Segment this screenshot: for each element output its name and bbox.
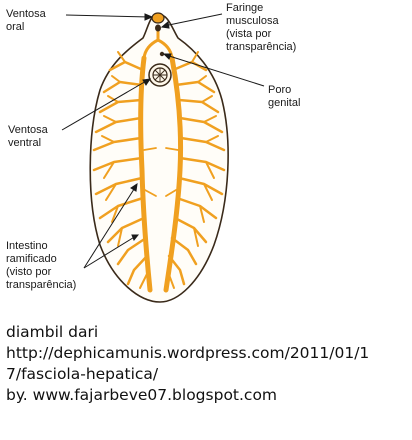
caption-url-line-2: 7/fasciola-hepatica/ <box>6 365 159 383</box>
caption-url-line-1: http://dephicamunis.wordpress.com/2011/0… <box>6 344 370 362</box>
poro-genital-shape <box>159 51 165 57</box>
label-intestino: Intestino ramificado (visto por transpar… <box>6 240 77 291</box>
intestine-branches <box>92 24 226 293</box>
label-poro-genital: Poro genital <box>268 84 301 109</box>
body-outline <box>89 13 229 303</box>
label-ventosa-ventral: Ventosa ventral <box>8 124 48 149</box>
label-faringe: Faringe musculosa (vista por transparênc… <box>226 2 297 53</box>
ventosa-ventral-shape <box>148 63 172 87</box>
source-caption: diambil dari http://dephicamunis.wordpre… <box>6 322 408 406</box>
label-ventosa-oral: Ventosa oral <box>6 8 46 33</box>
caption-credit: by. www.fajarbeve07.blogspot.com <box>6 386 278 404</box>
ventosa-oral-shape <box>151 12 165 24</box>
fasciola-svg <box>61 12 265 303</box>
caption-line-1: diambil dari <box>6 323 99 341</box>
fasciola-diagram: Ventosa oral Faringe musculosa (vista po… <box>6 2 301 303</box>
faringe-shape <box>155 24 161 32</box>
pointer-lines <box>61 13 265 269</box>
